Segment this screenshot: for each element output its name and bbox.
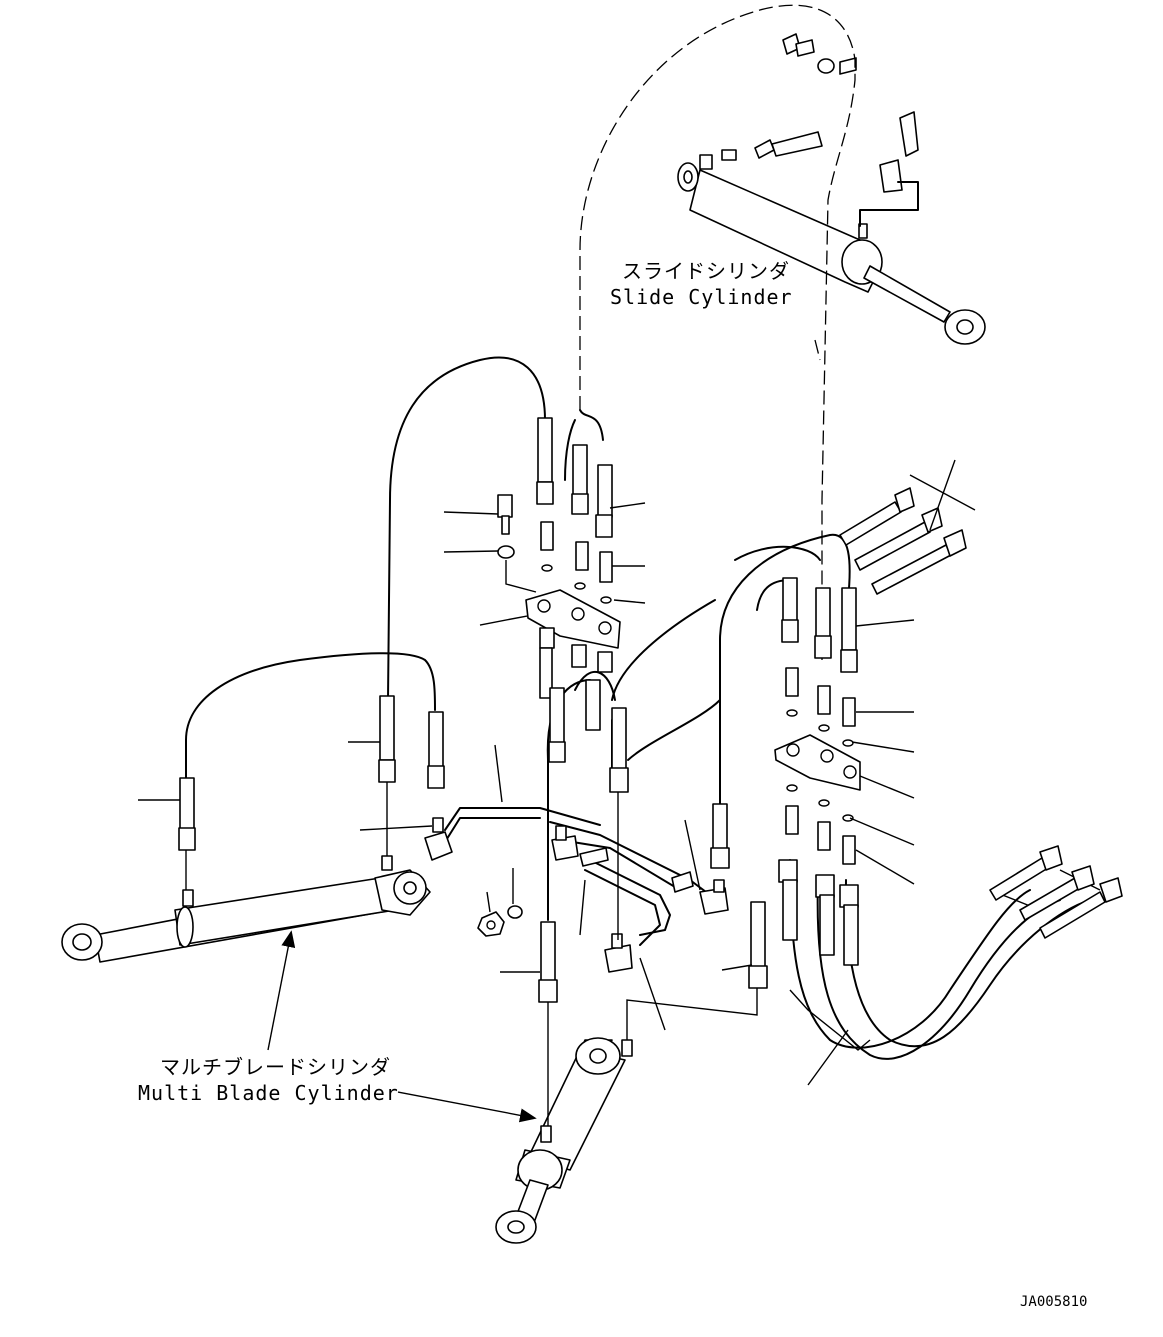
multi-blade-cylinder-lower [495,988,758,1244]
center-hoses [538,679,768,1003]
right-hose-bundle [546,533,1091,1060]
multi-blade-arrow-2 [397,1091,537,1123]
slide-cylinder-label-en: Slide Cylinder [610,285,793,309]
leader-lines-upper-left [443,502,646,626]
slide-hose-fittings [754,33,919,227]
slide-dash-path [579,4,856,660]
center-pipes [424,807,729,973]
multi-blade-label-en: Multi Blade Cylinder [138,1081,399,1105]
multi-blade-cylinder-left [61,855,431,963]
drawing-code: JA005810 [1020,1294,1087,1310]
left-hoses [178,652,445,890]
leader-lines-center [500,964,753,973]
right-lower-hose-ends [989,845,1123,939]
multi-blade-arrow-1 [267,930,296,1051]
upper-fittings [497,494,621,699]
upper-hoses [387,356,613,701]
multi-blade-label-jp: マルチブレードシリンダ [160,1055,391,1079]
right-upper-hose-ends [839,459,976,595]
leader-lines-left [138,741,503,831]
right-middle-fittings [774,667,861,865]
slide-cylinder-label-jp: スライドシリンダ [622,259,790,283]
nut-washer [477,819,701,1031]
slide-cylinder [677,149,986,345]
